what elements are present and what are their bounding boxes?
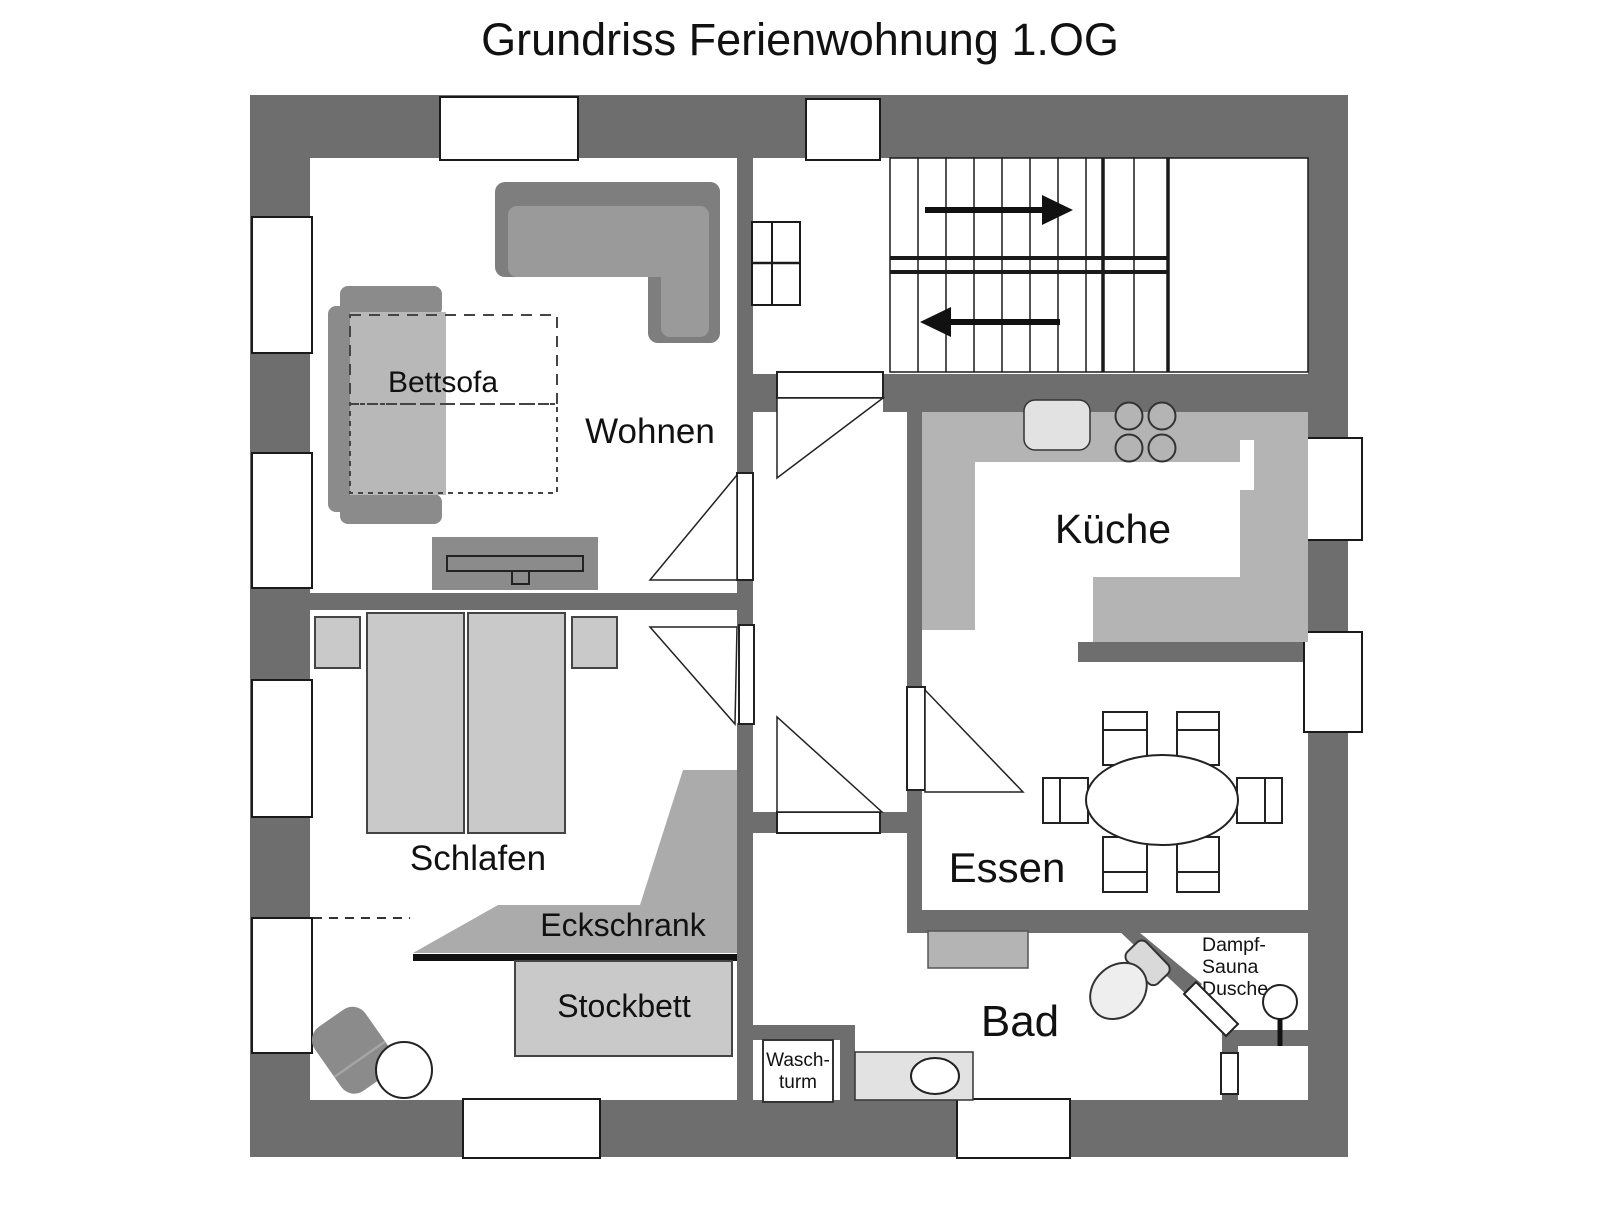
eckschrank: [413, 770, 737, 953]
kitchen: Küche: [922, 399, 1308, 642]
sauna-label-line2: Sauna: [1202, 956, 1259, 978]
sauna-label-line3: Dusche: [1202, 978, 1268, 1000]
dining-table: [1085, 754, 1239, 846]
corner-sofa: [495, 182, 720, 343]
room-label-essen: Essen: [949, 844, 1066, 891]
bed-mattress: [366, 612, 465, 834]
kitchen-counter: [1093, 577, 1308, 642]
window: [1303, 631, 1363, 733]
window: [439, 96, 579, 161]
staircase: [889, 157, 1309, 373]
sauna-label-line1: Dampf-: [1202, 934, 1266, 956]
window: [251, 679, 313, 818]
tv-sideboard: [432, 537, 598, 590]
stool: [375, 1041, 433, 1099]
radiator: [927, 930, 1029, 969]
wardrobe-front-line: [413, 954, 737, 961]
window: [251, 452, 313, 589]
counter-notch: [1240, 440, 1254, 490]
wohnen-door: [648, 472, 754, 581]
sauna-room: Dampf- Sauna Dusche: [1182, 934, 1298, 1046]
room-label-bad: Bad: [981, 997, 1059, 1046]
bathroom: Wasch- turm Bad: [762, 930, 1171, 1103]
window: [251, 216, 313, 354]
kitchen-sink: [1023, 399, 1091, 451]
living-room: Bettsofa Wohnen: [328, 182, 720, 590]
inner-walls: [310, 158, 1308, 1103]
shower-symbol: [1262, 984, 1298, 1046]
basin: [910, 1057, 960, 1095]
chair: [311, 1006, 395, 1094]
bettsofa: Bettsofa: [328, 286, 558, 524]
bedroom: Eckschrank Stockbett Schlafen: [311, 612, 737, 1099]
bettsofa-label: Bettsofa: [388, 366, 498, 399]
windows: [251, 96, 1363, 1159]
schlafen-door: [648, 624, 755, 726]
window: [251, 917, 313, 1054]
window: [1303, 437, 1363, 541]
kitchen-counter: [922, 412, 975, 630]
window: [462, 1098, 601, 1159]
stairs-up-arrow: [925, 195, 1073, 225]
nightstand: [314, 616, 361, 669]
stockbett: [514, 960, 733, 1057]
waschturm: Wasch- turm: [762, 1039, 834, 1103]
doors: [648, 371, 1025, 834]
window: [805, 98, 881, 161]
waschturm-label-line2: turm: [779, 1072, 817, 1093]
page-title: Grundriss Ferienwohnung 1.OG: [481, 14, 1119, 65]
bed-mattress: [467, 612, 566, 834]
room-label-schlafen: Schlafen: [410, 839, 546, 878]
room-label-kueche: Küche: [1055, 506, 1171, 552]
dining-room: Essen: [949, 711, 1283, 893]
nightstand: [571, 616, 618, 669]
room-label-wohnen: Wohnen: [585, 412, 715, 451]
hall-cabinet: [751, 221, 801, 306]
waschturm-label-line1: Wasch-: [766, 1050, 830, 1071]
cooktop: [1114, 401, 1177, 463]
hall-door: [776, 371, 886, 480]
bad-door: [776, 715, 884, 834]
window: [956, 1098, 1071, 1159]
cubicle-opening: [1220, 1052, 1239, 1095]
sauna-door: [1182, 980, 1240, 1038]
stockbett-label: Stockbett: [557, 988, 691, 1024]
eckschrank-label: Eckschrank: [540, 907, 706, 943]
toilet: [1089, 939, 1171, 1021]
essen-door: [906, 686, 1025, 793]
stairs-down-arrow: [920, 307, 1060, 337]
